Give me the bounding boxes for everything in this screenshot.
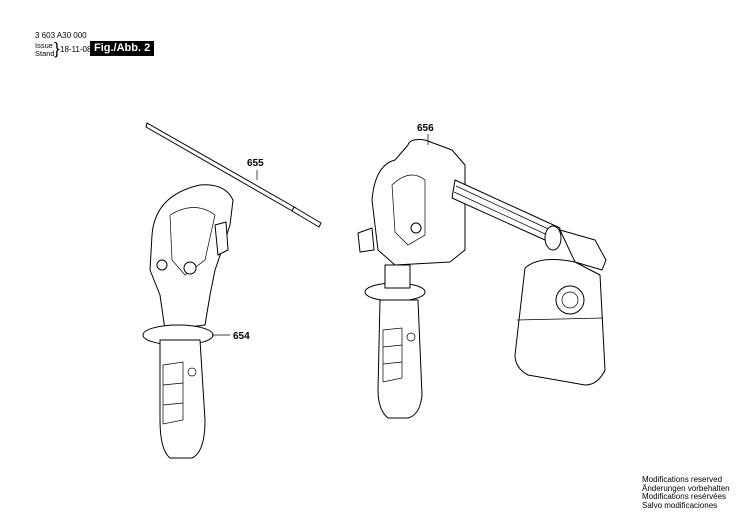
part-label-656: 656 — [417, 123, 434, 134]
note-line: Modifications reserved — [642, 475, 723, 484]
part-label-655: 655 — [247, 158, 264, 169]
part-656-depth-gauge-dust-collector: 656 — [357, 123, 607, 419]
note-line: Modifications resérvées — [642, 492, 727, 501]
document-number: 3 603 A30 000 — [35, 31, 87, 40]
note-line: Salvo modificaciones — [642, 500, 718, 510]
stand-label: Stand — [35, 49, 55, 58]
brace: } — [54, 39, 60, 58]
modification-notes: Modifications reserved Änderungen vorbeh… — [642, 475, 730, 510]
part-654-side-handle: 654 — [142, 184, 250, 459]
issue-stand-label: Issue Stand — [35, 42, 55, 58]
note-line: Änderungen vorbehalten — [642, 483, 730, 493]
issue-date: 18-11-08 — [60, 45, 92, 54]
part-655-rod: 655 — [145, 122, 322, 228]
part-label-654: 654 — [233, 331, 250, 342]
issue-label: Issue — [35, 41, 53, 50]
figure-label: Fig./Abb. 2 — [90, 41, 155, 56]
